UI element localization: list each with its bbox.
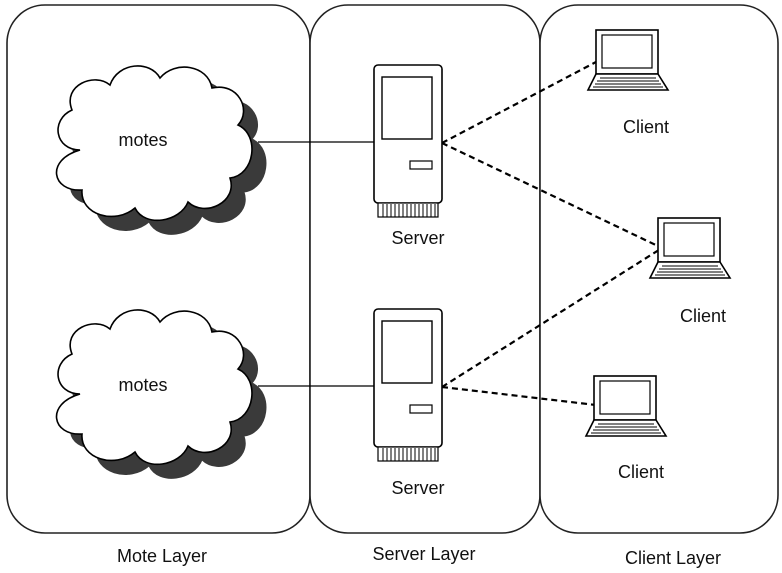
laptop-icon-2: [649, 217, 731, 279]
server2-client2-link: [441, 247, 663, 388]
server-label-2: Server: [391, 478, 444, 498]
mote-layer-label: Mote Layer: [117, 546, 207, 566]
server1-client2-link: [441, 142, 663, 249]
client-label-2: Client: [680, 306, 726, 326]
server-layer-label: Server Layer: [372, 544, 475, 564]
server2-client3-link: [441, 385, 597, 407]
server-icon-1: [373, 64, 443, 218]
server1-client1-link: [441, 61, 597, 144]
server-label-1: Server: [391, 228, 444, 248]
client-label-3: Client: [618, 462, 664, 482]
motes-label-2: motes: [118, 375, 167, 395]
server-icon-2: [373, 308, 443, 462]
client-layer-label: Client Layer: [625, 548, 721, 568]
laptop-icon-3: [585, 375, 667, 437]
motes-label-1: motes: [118, 130, 167, 150]
laptop-icon-1: [587, 29, 669, 91]
client-label-1: Client: [623, 117, 669, 137]
